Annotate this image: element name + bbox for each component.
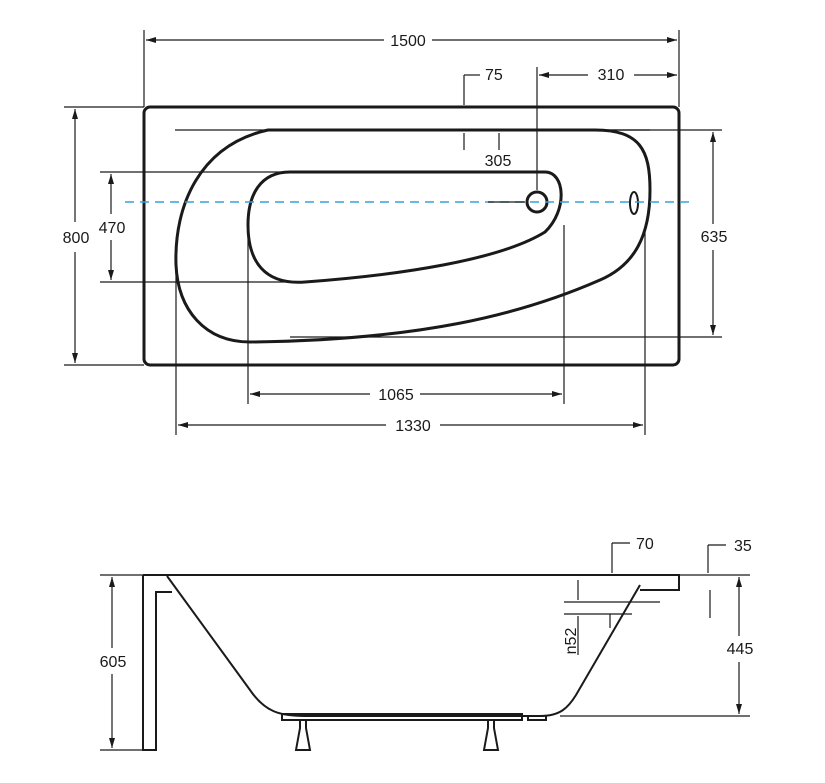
dim-overflow-offset: 75	[463, 67, 503, 105]
label-n52: n52	[563, 628, 580, 655]
label-1065: 1065	[378, 387, 414, 404]
dim-inner-bottom-width: 470	[99, 171, 302, 283]
support-frame	[281, 713, 523, 721]
dim-rim-edge: 35	[707, 538, 752, 573]
tub-inner-bottom	[246, 170, 563, 284]
label-1500: 1500	[390, 33, 426, 50]
label-35: 35	[734, 538, 752, 555]
dim-basin-length: 1330	[175, 228, 646, 435]
dim-basin-width: 635	[290, 129, 728, 338]
label-605: 605	[100, 654, 127, 671]
tub-outer-rim	[142, 105, 681, 367]
right-foot	[482, 720, 500, 751]
label-70: 70	[636, 536, 654, 553]
dim-inner-bottom-length: 1065	[247, 225, 565, 404]
label-445: 445	[727, 641, 754, 658]
top-view: 1500 75 310 305	[63, 30, 728, 435]
dim-overflow-height: n52	[563, 580, 711, 655]
dim-rim-to-drain: 305	[175, 129, 650, 203]
label-800: 800	[63, 230, 90, 247]
dim-overall-length: 1500	[143, 30, 680, 107]
label-310: 310	[598, 67, 625, 84]
label-75: 75	[485, 67, 503, 84]
tub-rim-profile	[143, 574, 680, 591]
label-1330: 1330	[395, 418, 431, 435]
tub-basin-profile	[166, 575, 641, 717]
left-foot	[294, 720, 312, 751]
tub-side-panel	[142, 575, 172, 751]
label-305: 305	[485, 153, 512, 170]
dim-basin-depth: 445	[560, 574, 754, 717]
side-view: 70 35 605 n52	[100, 536, 754, 751]
tub-basin-outline	[174, 128, 652, 344]
dim-overall-width: 800	[63, 106, 144, 366]
dim-drain-offset: 310	[536, 67, 677, 190]
dim-overall-height: 605	[100, 574, 143, 751]
overflow-oval	[629, 191, 639, 215]
dim-rim-thickness: 70	[611, 536, 654, 573]
label-470: 470	[99, 220, 126, 237]
label-635: 635	[701, 229, 728, 246]
drain-outlet	[527, 716, 547, 721]
